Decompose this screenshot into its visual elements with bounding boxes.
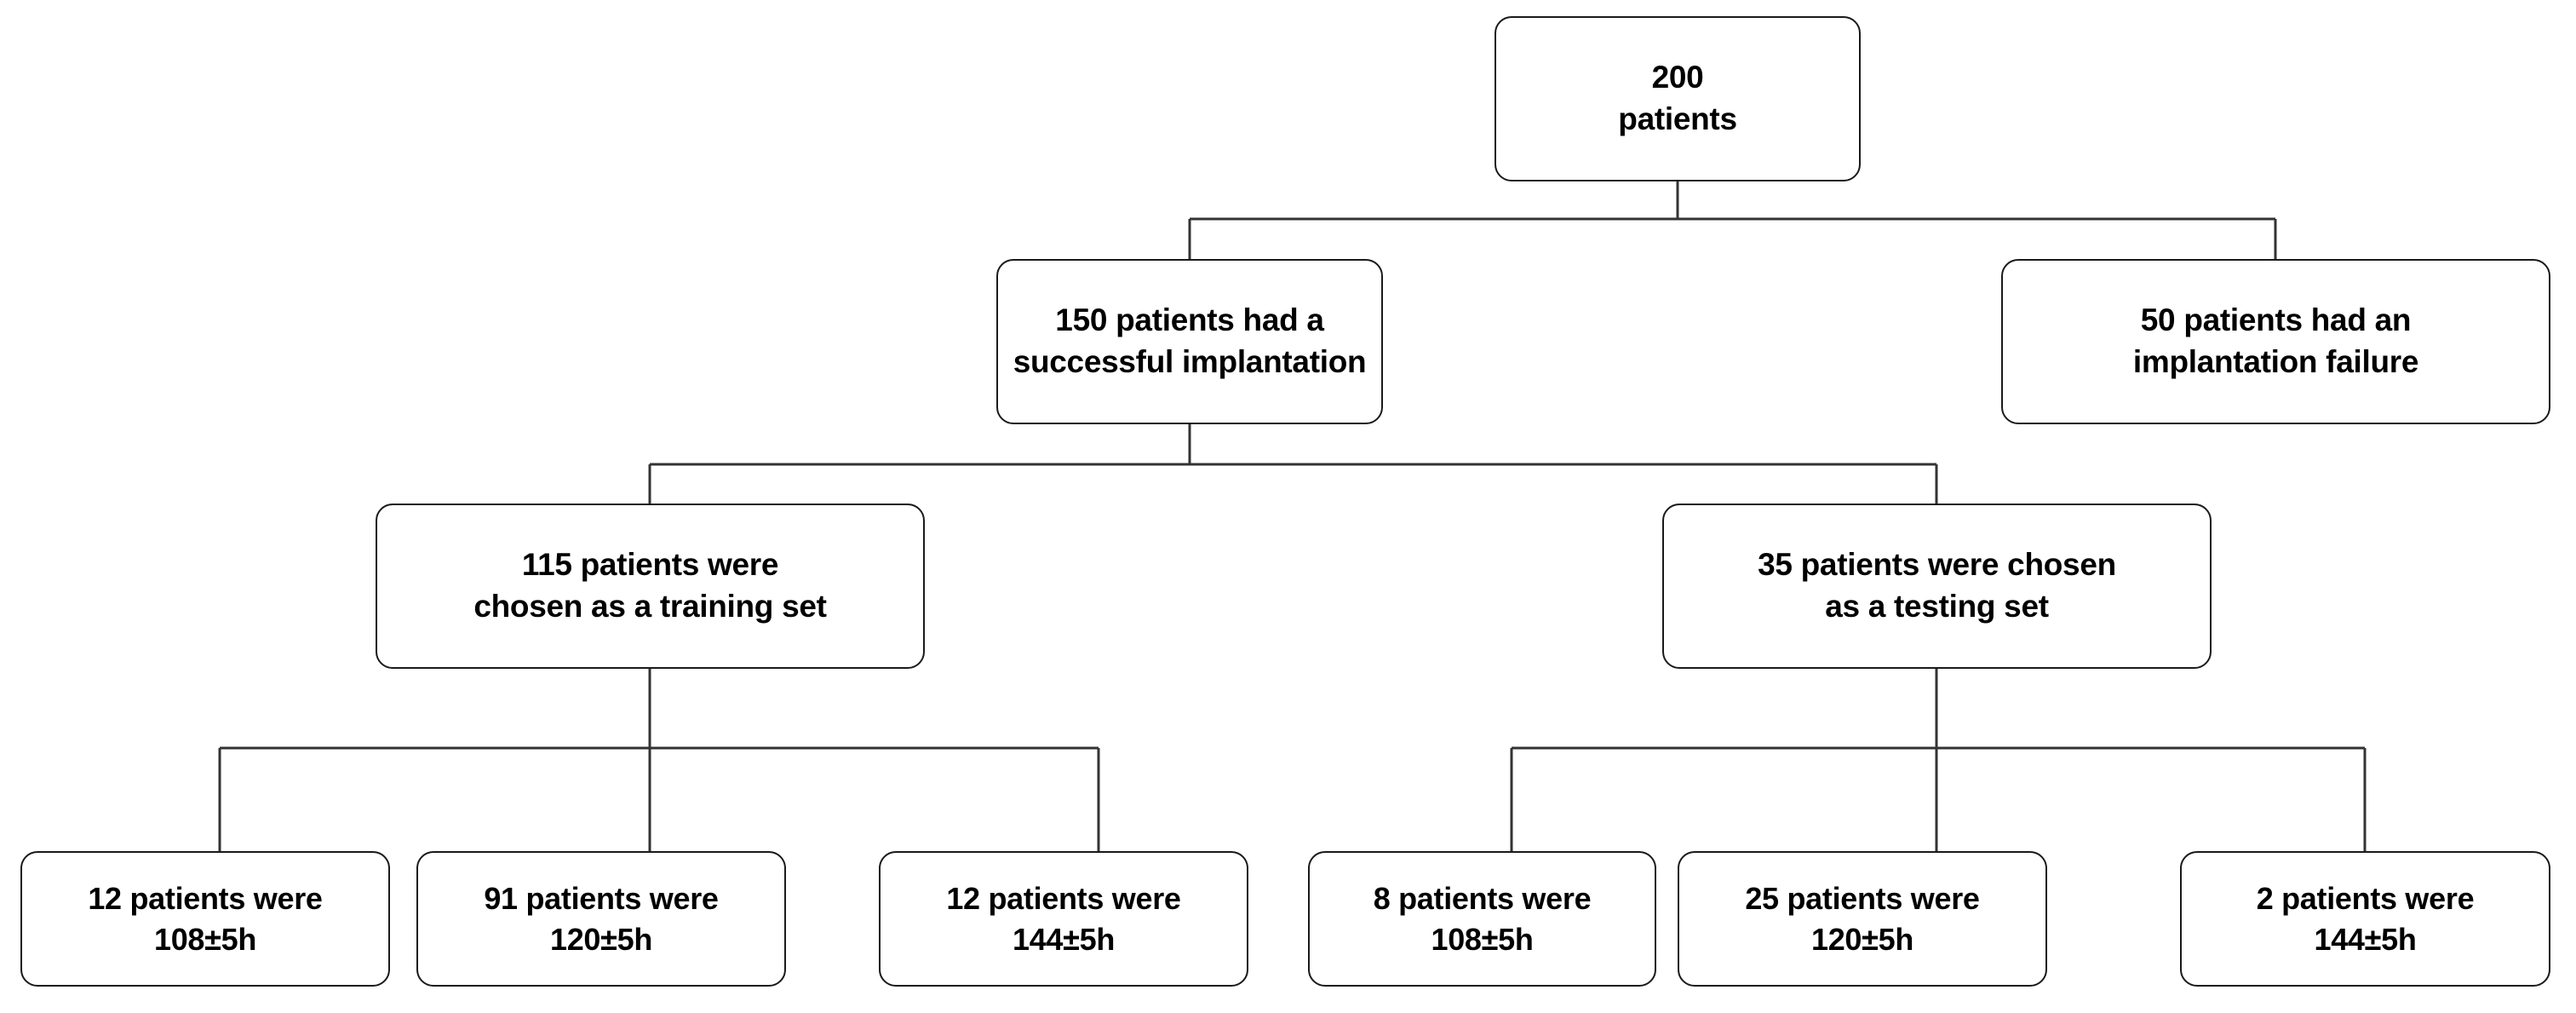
leaf-line-2: 144±5h [1012, 921, 1116, 957]
leaf-line-2: 144±5h [2314, 921, 2417, 957]
node-training-line-2: chosen as a training set [473, 589, 827, 624]
leaf-line-1: 12 patients were [946, 880, 1181, 916]
leaf-node-test-144[interactable]: 2 patients were 144±5h [2180, 851, 2550, 987]
leaf-line-1: 2 patients were [2256, 880, 2475, 916]
node-root-200-patients[interactable]: 200 patients [1495, 16, 1861, 181]
node-testing-line-1: 35 patients were chosen [1758, 547, 2116, 583]
leaf-node-test-108[interactable]: 8 patients were 108±5h [1308, 851, 1656, 987]
node-testing-set[interactable]: 35 patients were chosen as a testing set [1662, 504, 2212, 669]
leaf-line-1: 25 patients were [1745, 880, 1980, 916]
leaf-node-train-144[interactable]: 12 patients were 144±5h [879, 851, 1248, 987]
node-training-set[interactable]: 115 patients were chosen as a training s… [376, 504, 925, 669]
leaf-node-train-120[interactable]: 91 patients were 120±5h [416, 851, 786, 987]
node-success-line-2: successful implantation [1013, 344, 1367, 379]
leaf-line-1: 12 patients were [88, 880, 323, 916]
leaf-line-2: 108±5h [153, 921, 257, 957]
leaf-line-2: 120±5h [1810, 921, 1914, 957]
leaf-line-2: 108±5h [1431, 921, 1534, 957]
leaf-node-train-108[interactable]: 12 patients were 108±5h [20, 851, 390, 987]
leaf-line-2: 120±5h [549, 921, 653, 957]
node-training-line-1: 115 patients were [521, 547, 779, 583]
node-testing-line-2: as a testing set [1825, 589, 2049, 624]
leaf-node-test-120[interactable]: 25 patients were 120±5h [1678, 851, 2047, 987]
node-failure-line-1: 50 patients had an [2140, 302, 2412, 338]
node-success-line-1: 150 patients had a [1055, 302, 1324, 338]
node-root-line-1: 200 [1651, 60, 1704, 95]
node-root-line-2: patients [1618, 101, 1737, 136]
leaf-line-1: 91 patients were [484, 880, 719, 916]
leaf-line-1: 8 patients were [1373, 880, 1592, 916]
node-failure-line-2: implantation failure [2132, 344, 2419, 379]
node-successful-implantation[interactable]: 150 patients had a successful implantati… [996, 259, 1383, 424]
node-implantation-failure[interactable]: 50 patients had an implantation failure [2001, 259, 2550, 424]
